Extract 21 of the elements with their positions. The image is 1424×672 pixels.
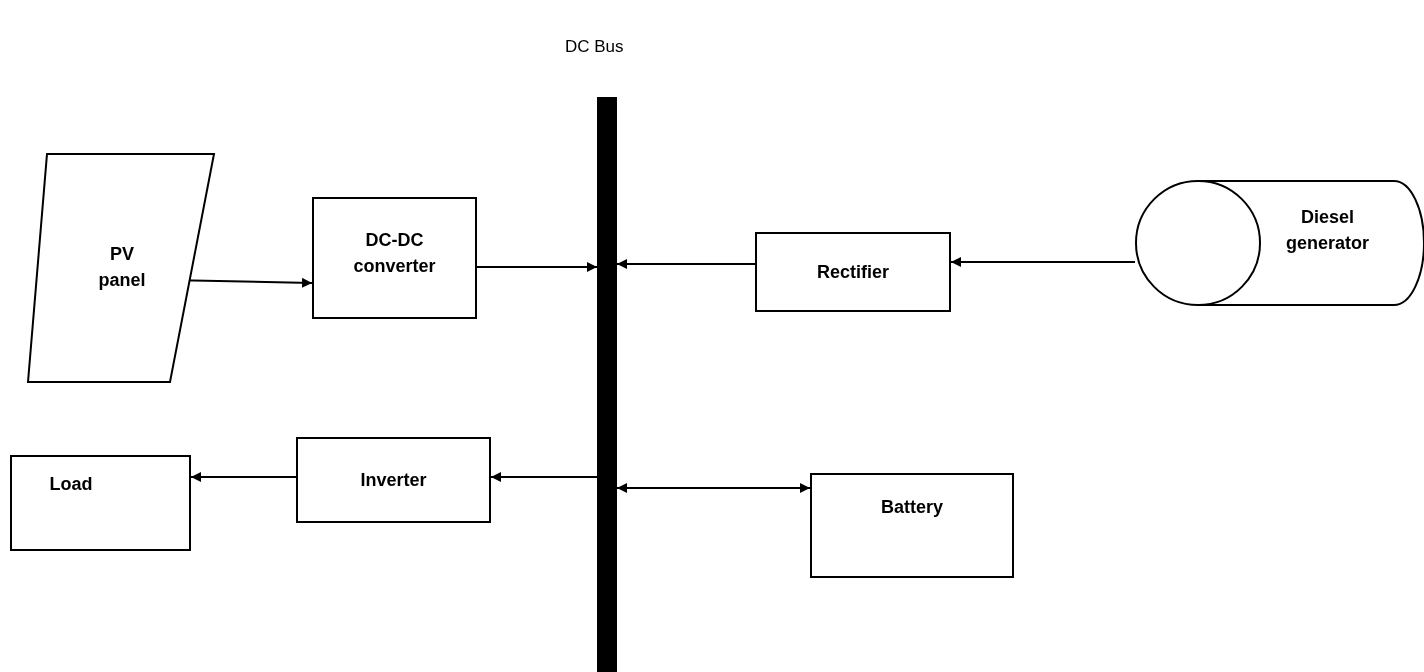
arrow xyxy=(950,257,1136,267)
node-label: Rectifier xyxy=(816,261,890,284)
process-box xyxy=(10,455,191,551)
node-label: PV panel xyxy=(97,243,147,293)
process-box xyxy=(312,197,477,319)
pv-panel-parallelogram xyxy=(27,153,215,383)
bus-label: DC Bus xyxy=(565,36,624,58)
node-label: DC-DC converter xyxy=(352,229,437,279)
process-box xyxy=(810,473,1014,578)
arrow xyxy=(616,483,811,493)
node-label: Battery xyxy=(880,496,944,519)
arrow xyxy=(616,259,756,269)
node-label: Inverter xyxy=(359,469,428,492)
arrow xyxy=(490,472,598,482)
arrow xyxy=(476,262,598,272)
process-box xyxy=(755,232,951,312)
process-box xyxy=(296,437,491,523)
node-label: Load xyxy=(48,473,94,496)
generator-cylinder xyxy=(1135,180,1424,306)
node-label: Diesel generator xyxy=(1285,206,1370,256)
arrow xyxy=(190,472,297,482)
